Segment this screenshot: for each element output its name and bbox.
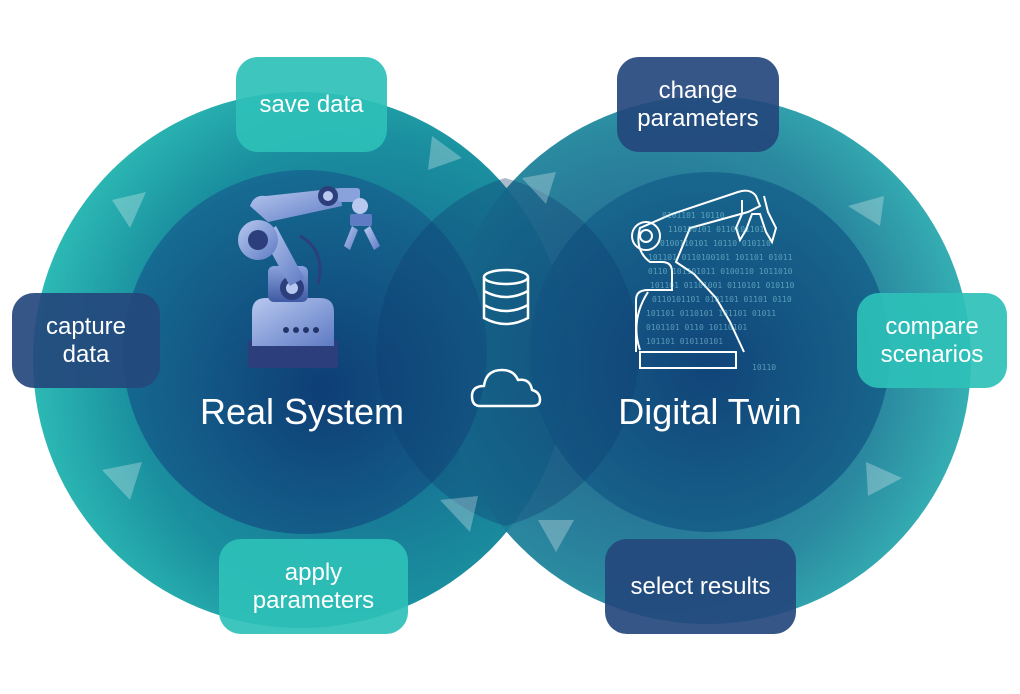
arrow-icon (102, 462, 142, 500)
arrow-icon (112, 192, 146, 228)
arrow-icon (848, 196, 884, 226)
arrow-icon (866, 462, 902, 496)
cloud-icon (470, 368, 542, 408)
robot-arm-icon (238, 186, 380, 368)
svg-text:0101101 0110 10110101: 0101101 0110 10110101 (646, 323, 747, 332)
arrow-icon (538, 520, 574, 552)
wireframe-robot-icon (631, 189, 778, 369)
svg-text:0110101101 0101101 01101 0110: 0110101101 0101101 01101 0110 (652, 295, 792, 304)
change-parameters-step: change parameters (617, 57, 779, 152)
svg-text:110100101 0110101101: 110100101 0110101101 (668, 225, 765, 234)
database-icon (482, 268, 530, 326)
select-results-step: select results (605, 539, 796, 634)
svg-text:0101101 10110: 0101101 10110 (662, 211, 725, 220)
real-system-title: Real System (199, 391, 405, 432)
digital-twin-title: Digital Twin (618, 391, 802, 432)
svg-text:101101 01101001 0110101 010110: 101101 01101001 0110101 010110 (650, 281, 795, 290)
svg-text:101101 0110101 101101 01011: 101101 0110101 101101 01011 (646, 309, 776, 318)
svg-text:10110: 10110 (752, 363, 776, 372)
capture-data-step: capture data (12, 293, 160, 388)
compare-scenarios-step: compare scenarios (857, 293, 1007, 388)
svg-text:0100110101 10110 010110: 0100110101 10110 010110 (660, 239, 771, 248)
apply-parameters-step: apply parameters (219, 539, 408, 634)
save-data-step: save data (236, 57, 387, 152)
overlap-lens (376, 178, 639, 526)
svg-text:101101 010110101: 101101 010110101 (646, 337, 723, 346)
arrow-icon (428, 136, 462, 170)
arrow-icon (522, 172, 556, 204)
binary-code-overlay: 0101101 10110 110100101 0110101101 01001… (646, 211, 795, 372)
svg-text:0110 101101011 0100110 1011010: 0110 101101011 0100110 1011010 (648, 267, 793, 276)
svg-text:101101 0110100101 101101 01011: 101101 0110100101 101101 01011 (648, 253, 793, 262)
arrow-icon (440, 496, 478, 532)
flow-arrows (102, 136, 902, 552)
